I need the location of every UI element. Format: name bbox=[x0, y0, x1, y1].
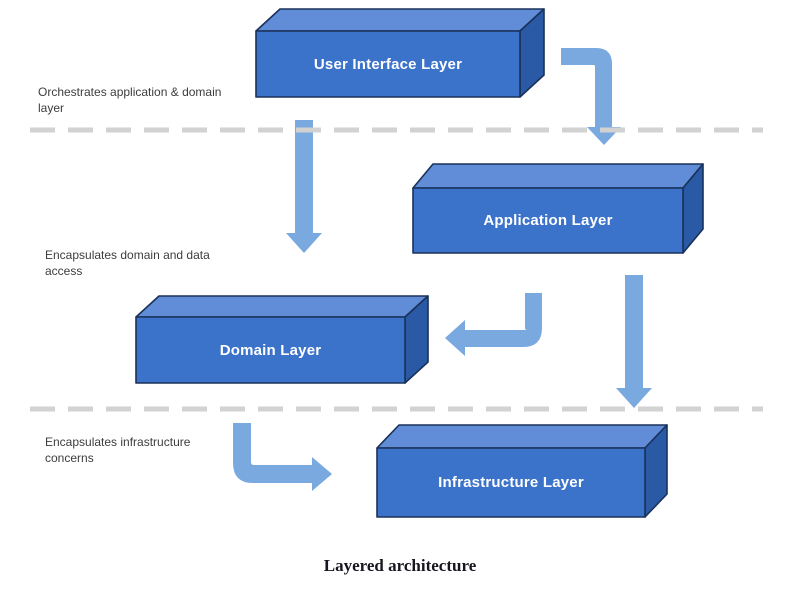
annotation-ui-layer: Orchestrates application & domain layer bbox=[38, 84, 238, 116]
arrow-application-to-domain bbox=[445, 293, 542, 356]
annotation-line: layer bbox=[38, 101, 65, 115]
box-top-face bbox=[255, 8, 545, 32]
box-front-face bbox=[412, 187, 684, 254]
box-top-face bbox=[135, 295, 429, 318]
arrow-ui-to-application bbox=[561, 48, 621, 145]
annotation-line: concerns bbox=[45, 451, 94, 465]
box-user-interface-layer bbox=[255, 8, 545, 98]
annotation-infrastructure-layer: Encapsulates infrastructure concerns bbox=[45, 434, 235, 466]
annotation-domain-layer: Encapsulates domain and data access bbox=[45, 247, 235, 279]
arrow-ui-to-domain bbox=[286, 120, 322, 253]
box-infrastructure-layer bbox=[376, 424, 668, 518]
annotation-line: access bbox=[45, 264, 83, 278]
arrow-application-to-infrastructure bbox=[616, 275, 652, 408]
arrows bbox=[233, 48, 652, 491]
box-application-layer bbox=[412, 163, 704, 254]
box-domain-layer bbox=[135, 295, 429, 384]
box-top-face bbox=[376, 424, 668, 449]
box-front-face bbox=[255, 30, 521, 98]
arrow-domain-to-infrastructure bbox=[233, 423, 332, 491]
annotation-line: Encapsulates domain and data bbox=[45, 248, 210, 262]
box-top-face bbox=[412, 163, 704, 189]
box-front-face bbox=[376, 447, 646, 518]
annotation-line: Encapsulates infrastructure bbox=[45, 435, 191, 449]
diagram-caption: Layered architecture bbox=[323, 556, 477, 575]
annotation-line: Orchestrates application & domain bbox=[38, 85, 222, 99]
box-front-face bbox=[135, 316, 406, 384]
